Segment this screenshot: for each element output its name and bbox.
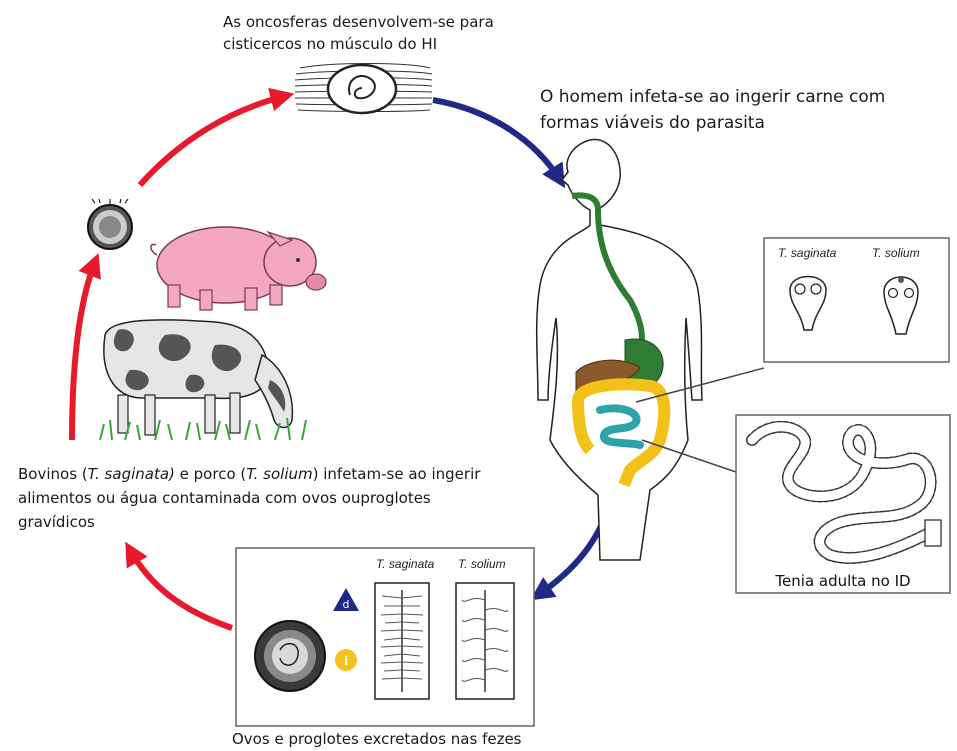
proglottid-label-t-solium: T. solium: [458, 557, 506, 571]
oncosphere-egg-icon: [88, 199, 132, 249]
eggs-proglottids-panel: d i: [236, 548, 534, 726]
caption-part-2: e porco (: [175, 465, 246, 483]
scolex-label-t-saginata: T. saginata: [778, 246, 837, 260]
infective-marker-letter: i: [344, 654, 348, 668]
cysticercus-in-muscle-icon: [295, 64, 432, 114]
caption-excretion: Ovos e proglotes excretados nas fezes: [232, 728, 552, 750]
diagnostic-marker-letter: d: [343, 598, 350, 611]
scolex-label-t-solium: T. solium: [872, 246, 920, 260]
cow-icon: [100, 320, 306, 440]
human-body-icon: [537, 140, 702, 560]
caption-oncosphere-cysticerci: As oncosferas desenvolvem-se para cistic…: [223, 11, 543, 55]
species-t-solium: T. solium: [246, 465, 312, 483]
species-t-saginata: T. saginata): [88, 465, 175, 483]
caption-intermediate-host-infection: Bovinos (T. saginata) e porco (T. solium…: [18, 462, 498, 534]
t-solium-proglottid-icon: [456, 583, 514, 699]
taenia-egg-icon: [255, 621, 325, 691]
caption-human-infection: O homem infeta-se ao ingerir carne com f…: [540, 84, 890, 136]
pig-icon: [151, 227, 326, 310]
red-arrow-to-intermediate-host: [130, 550, 232, 628]
t-saginata-proglottid-icon: [375, 583, 429, 699]
caption-part-1: Bovinos (: [18, 465, 88, 483]
adult-tapeworm-caption: Tenia adulta no ID: [774, 572, 910, 590]
red-arrow-to-cysticerci: [140, 96, 285, 185]
red-arrow-to-egg: [72, 262, 95, 440]
proglottid-label-t-saginata: T. saginata: [376, 557, 435, 571]
adult-tapeworm-panel: [736, 415, 950, 593]
